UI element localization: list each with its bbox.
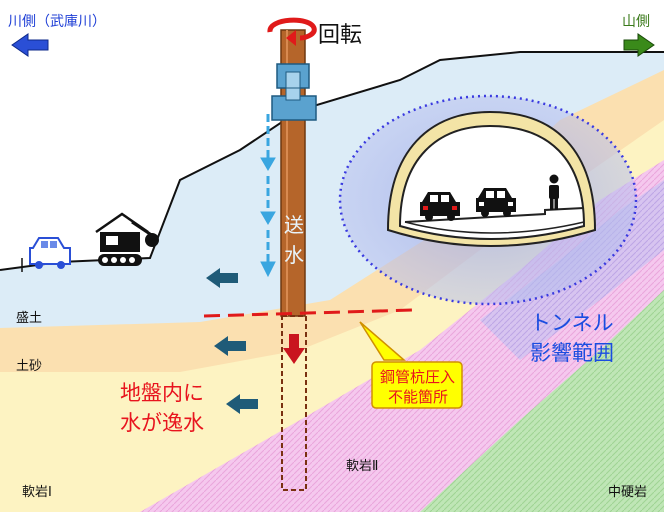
car-icon [29, 237, 71, 269]
water-supply-label-1: 送 [284, 213, 304, 237]
layer-soft-rock-1-label: 軟岩Ⅰ [22, 484, 52, 500]
callout-label-line2: 不能箇所 [388, 388, 448, 406]
rotation-arrow-icon [267, 17, 317, 46]
person-icon [549, 174, 559, 210]
pile-driver-head [271, 63, 317, 121]
car-icon [420, 192, 460, 221]
car-icon [476, 188, 516, 217]
planned-pile-outline [281, 315, 307, 491]
leak-arrow-icon [206, 268, 258, 414]
layer-fill-label: 盛土 [16, 311, 42, 326]
layer-soft-rock-2-label: 軟岩Ⅱ [346, 458, 378, 474]
water-supply-label-2: 水 [284, 243, 304, 267]
mountain-side-label: 山側 [622, 14, 650, 30]
layer-medium-hard-rock-label: 中硬岩 [608, 485, 647, 500]
water-flow-arrows [260, 114, 276, 278]
layer-sand-label: 土砂 [16, 359, 42, 374]
tunnel-influence-label-line2: 影響範囲 [530, 341, 614, 365]
excavator-icon [95, 212, 159, 266]
river-side-label: 川側（武庫川） [8, 13, 106, 30]
right-arrow-icon [623, 33, 655, 57]
left-arrow-icon [11, 33, 49, 57]
callout [359, 321, 463, 409]
leak-label-line2: 水が逸水 [120, 411, 204, 435]
sky [0, 0, 664, 270]
refusal-level-line [203, 308, 415, 318]
rotation-label: 回転 [318, 23, 362, 48]
layer-medium-hard-rock-area [420, 290, 664, 512]
callout-label-line1: 鋼管杭圧入 [380, 368, 455, 386]
press-down-arrow-icon [283, 334, 305, 364]
tunnel-influence-label-line1: トンネル [530, 311, 614, 335]
leak-label-line1: 地盤内に [120, 381, 204, 405]
